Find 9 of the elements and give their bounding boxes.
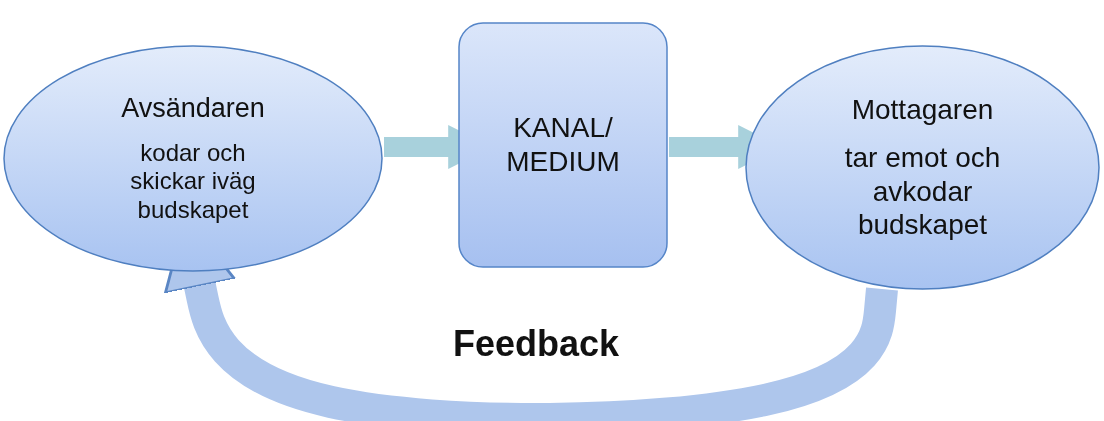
node-text: KANAL/ MEDIUM xyxy=(505,111,621,179)
edge-label: Feedback xyxy=(453,323,620,365)
node-text: kodar och skickar iväg budskapet xyxy=(129,138,257,225)
node-heading: Avsändaren xyxy=(120,92,266,125)
node-heading: Mottagaren xyxy=(850,93,995,127)
node-text: tar emot och avkodar budskapet xyxy=(843,140,1002,242)
sender-ellipse xyxy=(3,45,383,272)
channel-box xyxy=(458,22,668,268)
receiver-ellipse xyxy=(745,45,1100,290)
